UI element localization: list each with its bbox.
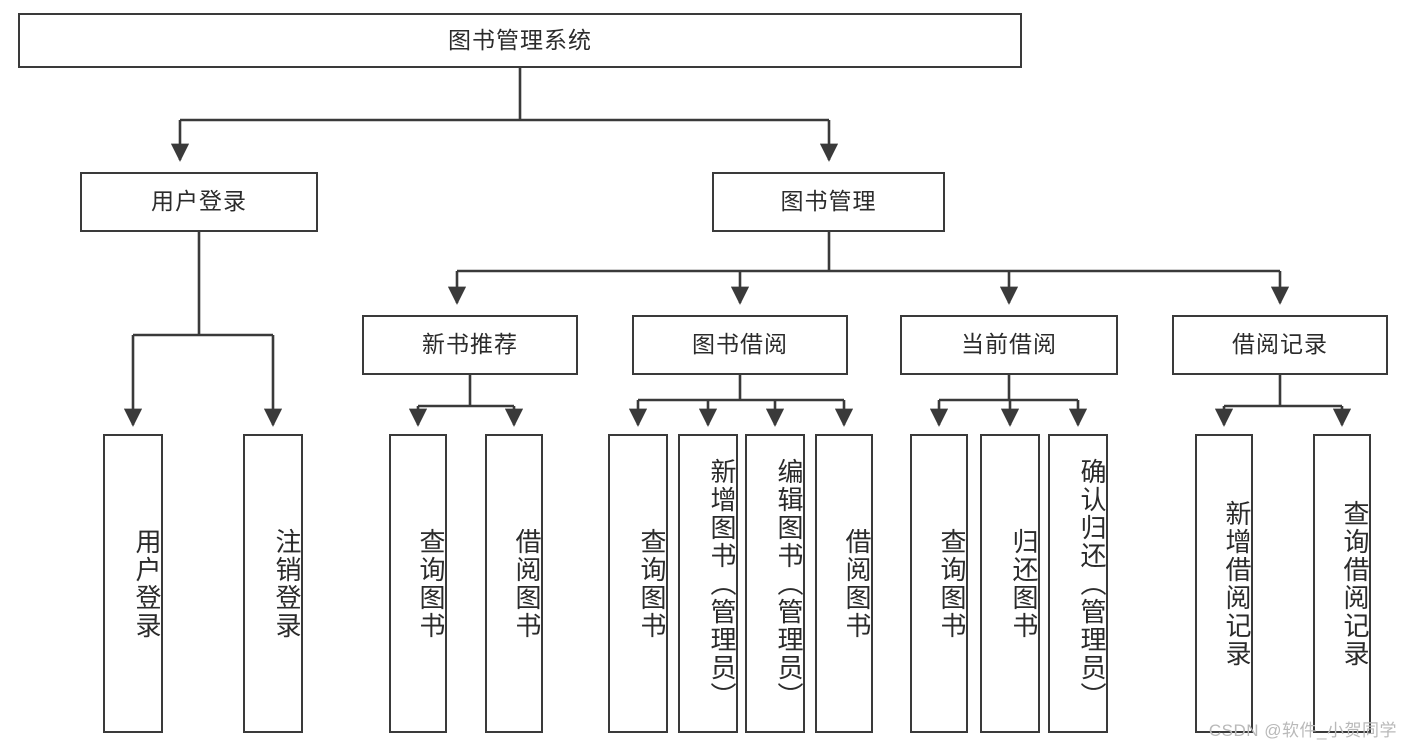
leaf-edit-book[interactable]: 编辑图书（管理员） — [745, 434, 805, 733]
node-new-book-recommend-label: 新书推荐 — [422, 331, 518, 358]
leaf-query-record-label: 查询借阅记录 — [1340, 499, 1370, 668]
node-book-borrow-label: 图书借阅 — [692, 331, 788, 358]
leaf-query-record[interactable]: 查询借阅记录 — [1313, 434, 1371, 733]
leaf-confirm-return-label: 确认归还（管理员） — [1077, 457, 1107, 710]
leaf-borrow-book-2[interactable]: 借阅图书 — [815, 434, 873, 733]
leaf-query-book-2[interactable]: 查询图书 — [608, 434, 668, 733]
node-current-borrow-label: 当前借阅 — [961, 331, 1057, 358]
node-book-borrow[interactable]: 图书借阅 — [632, 315, 848, 375]
node-root-label: 图书管理系统 — [448, 26, 592, 53]
leaf-query-book-2-label: 查询图书 — [637, 527, 667, 640]
leaf-user-login-label: 用户登录 — [132, 527, 162, 640]
leaf-user-logout-label: 注销登录 — [272, 527, 302, 640]
leaf-query-book-1[interactable]: 查询图书 — [389, 434, 447, 733]
node-borrow-record[interactable]: 借阅记录 — [1172, 315, 1388, 375]
leaf-query-book-1-label: 查询图书 — [416, 527, 446, 640]
leaf-confirm-return[interactable]: 确认归还（管理员） — [1048, 434, 1108, 733]
node-user-login-label: 用户登录 — [151, 188, 247, 215]
node-root[interactable]: 图书管理系统 — [18, 13, 1022, 68]
leaf-return-book-label: 归还图书 — [1009, 527, 1039, 640]
leaf-add-record[interactable]: 新增借阅记录 — [1195, 434, 1253, 733]
leaf-borrow-book-1-label: 借阅图书 — [512, 527, 542, 640]
node-user-login[interactable]: 用户登录 — [80, 172, 318, 232]
leaf-query-book-3-label: 查询图书 — [937, 527, 967, 640]
leaf-add-book[interactable]: 新增图书（管理员） — [678, 434, 738, 733]
node-book-management[interactable]: 图书管理 — [712, 172, 945, 232]
leaf-user-logout[interactable]: 注销登录 — [243, 434, 303, 733]
leaf-return-book[interactable]: 归还图书 — [980, 434, 1040, 733]
leaf-query-book-3[interactable]: 查询图书 — [910, 434, 968, 733]
node-current-borrow[interactable]: 当前借阅 — [900, 315, 1118, 375]
node-new-book-recommend[interactable]: 新书推荐 — [362, 315, 578, 375]
node-borrow-record-label: 借阅记录 — [1232, 331, 1328, 358]
watermark: CSDN @软件_小贺同学 — [1208, 721, 1397, 740]
leaf-add-book-label: 新增图书（管理员） — [707, 457, 737, 710]
leaf-edit-book-label: 编辑图书（管理员） — [774, 457, 804, 710]
leaf-borrow-book-2-label: 借阅图书 — [842, 527, 872, 640]
node-book-management-label: 图书管理 — [780, 188, 877, 215]
leaf-user-login[interactable]: 用户登录 — [103, 434, 163, 733]
leaf-borrow-book-1[interactable]: 借阅图书 — [485, 434, 543, 733]
leaf-add-record-label: 新增借阅记录 — [1222, 499, 1252, 668]
